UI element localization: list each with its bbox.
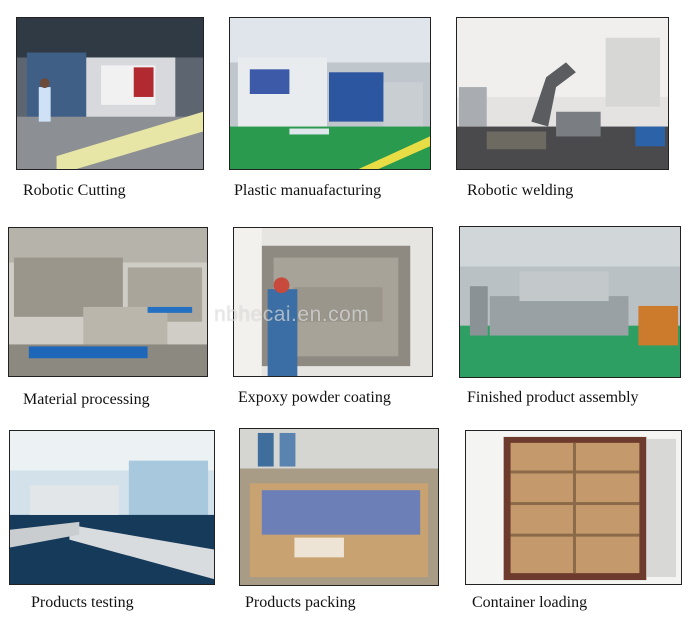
container-loading-photo	[465, 430, 682, 585]
caption-product-assembly: Finished product assembly	[467, 389, 639, 406]
robotic-cutting-photo	[16, 17, 204, 170]
caption-robotic-cutting: Robotic Cutting	[23, 182, 126, 199]
robotic-welding-photo	[456, 17, 669, 170]
products-packing-photo	[239, 428, 439, 586]
caption-material-processing: Material processing	[23, 391, 150, 408]
caption-products-testing: Products testing	[31, 594, 134, 611]
caption-products-packing: Products packing	[245, 594, 356, 611]
powder-coating-photo	[233, 227, 433, 377]
product-assembly-photo	[459, 226, 681, 378]
caption-container-loading: Container loading	[472, 594, 588, 611]
material-processing-photo	[8, 227, 208, 377]
caption-powder-coating: Expoxy powder coating	[238, 389, 391, 406]
products-testing-photo	[9, 430, 215, 585]
caption-robotic-welding: Robotic welding	[467, 182, 574, 199]
caption-plastic-manufacturing: Plastic manuafacturing	[234, 182, 382, 199]
plastic-manufacturing-photo	[229, 17, 431, 170]
